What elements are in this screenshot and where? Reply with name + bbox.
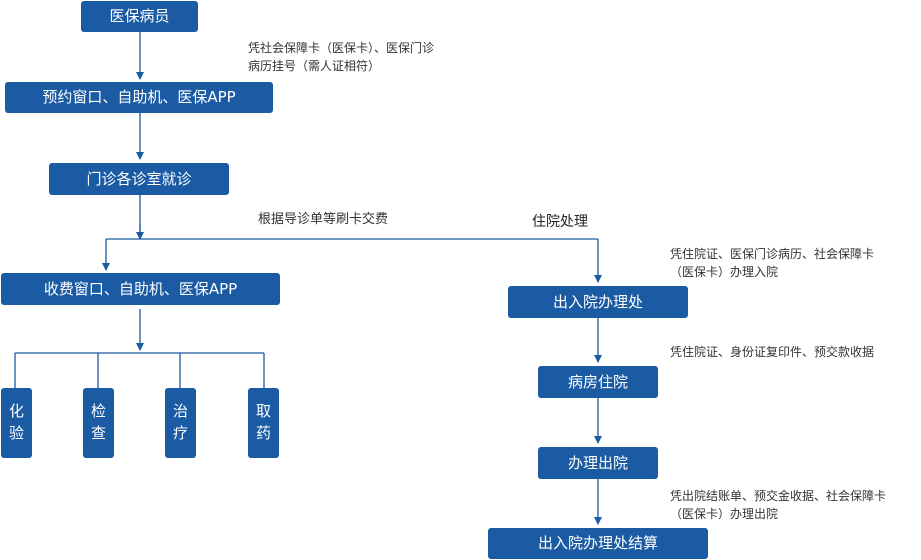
note-settlement: 凭出院结账单、预交金收据、社会保障卡 （医保卡）办理出院 (670, 489, 887, 521)
branch-label-inpatient: 住院处理 (532, 214, 588, 230)
note-admission: 凭住院证、医保门诊病历、社会保障卡 （医保卡）办理入院 (670, 247, 875, 279)
service-box-2: 检查 (83, 388, 114, 458)
ward-box: 病房住院 (538, 366, 658, 398)
discharge-box: 办理出院 (538, 447, 658, 479)
service-box-3: 治疗 (165, 388, 196, 458)
service-box-1: 化验 (1, 388, 32, 458)
start-box: 医保病员 (81, 1, 198, 32)
service-label-3: 治疗 (172, 402, 188, 442)
payment-box: 收费窗口、自助机、医保APP (1, 273, 280, 305)
settlement-box: 出入院办理处结算 (488, 528, 708, 559)
note-registration: 凭社会保障卡（医保卡）、医保门诊 病历挂号（需人证相符） (248, 41, 435, 73)
clinic-box: 门诊各诊室就诊 (49, 163, 229, 195)
service-label-2: 检查 (90, 402, 106, 442)
admission-box: 出入院办理处 (508, 286, 688, 318)
register-box: 预约窗口、自助机、医保APP (5, 82, 273, 113)
note-payment: 根据导诊单等刷卡交费 (258, 212, 389, 227)
service-label-1: 化验 (8, 402, 24, 442)
service-label-4: 取药 (255, 402, 271, 442)
note-ward: 凭住院证、身份证复印件、预交款收据 (670, 345, 875, 359)
service-box-4: 取药 (248, 388, 279, 458)
